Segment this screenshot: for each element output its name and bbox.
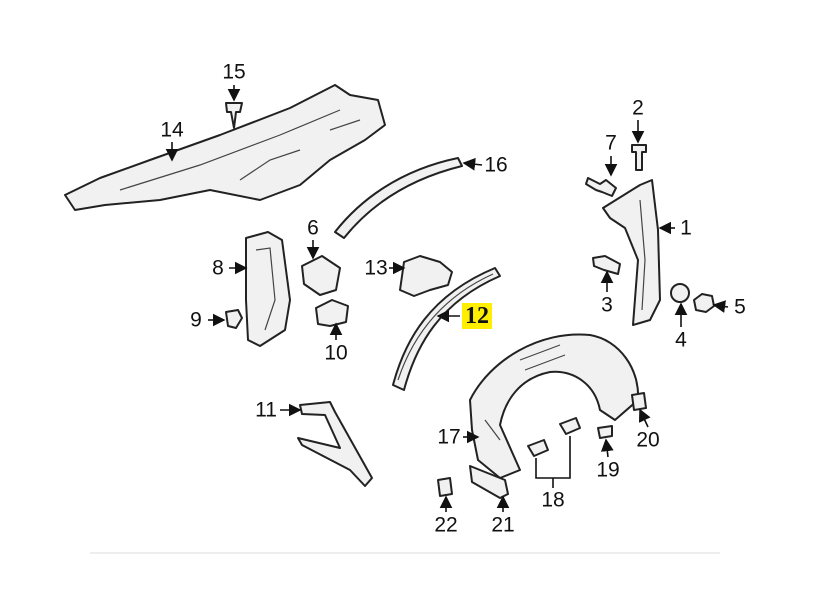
callout-17[interactable]: 17	[437, 425, 461, 449]
callout-12-highlighted[interactable]: 12	[462, 303, 492, 329]
part-8-bracket[interactable]	[245, 231, 291, 347]
part-19-screw[interactable]	[597, 425, 613, 439]
callout-11[interactable]: 11	[255, 398, 277, 422]
callout-22[interactable]: 22	[434, 513, 458, 537]
callout-4[interactable]: 4	[675, 328, 687, 352]
callout-15[interactable]: 15	[222, 60, 246, 84]
callout-3[interactable]: 3	[601, 293, 613, 317]
part-4-nut[interactable]	[670, 283, 690, 303]
part-20-clip[interactable]	[631, 392, 647, 411]
callout-14[interactable]: 14	[160, 118, 184, 142]
leader-lines	[165, 85, 729, 512]
callout-21[interactable]: 21	[491, 513, 515, 537]
part-3-fastener[interactable]	[592, 255, 621, 275]
part-15-clip[interactable]	[225, 102, 243, 129]
part-6-bracket[interactable]	[301, 255, 341, 296]
part-12-seal[interactable]	[392, 267, 501, 391]
callout-19[interactable]: 19	[596, 458, 620, 482]
part-13-bracket[interactable]	[399, 255, 453, 297]
callout-13[interactable]: 13	[364, 256, 388, 280]
part-14-apron[interactable]	[64, 84, 386, 211]
callout-16[interactable]: 16	[484, 153, 508, 177]
callout-18[interactable]: 18	[541, 488, 565, 512]
part-17-liner[interactable]	[469, 333, 640, 479]
callout-5[interactable]: 5	[734, 295, 746, 319]
callout-1[interactable]: 1	[680, 216, 692, 240]
part-10-bracket[interactable]	[315, 299, 349, 327]
part-22-clip[interactable]	[437, 477, 453, 497]
part-2-bolt[interactable]	[631, 144, 647, 171]
callout-8[interactable]: 8	[212, 256, 224, 280]
callout-20[interactable]: 20	[636, 428, 660, 452]
callout-7[interactable]: 7	[605, 131, 617, 155]
part-11-brace[interactable]	[297, 401, 373, 487]
callout-9[interactable]: 9	[190, 308, 202, 332]
callout-2[interactable]: 2	[632, 96, 644, 120]
callout-10[interactable]: 10	[324, 341, 348, 365]
part-9-clip[interactable]	[225, 309, 243, 329]
part-5-nut[interactable]	[693, 293, 715, 313]
part-1-trim[interactable]	[602, 179, 661, 326]
part-16-strip[interactable]	[334, 157, 463, 239]
part-18-clip-a[interactable]	[527, 439, 549, 457]
part-7-bolt[interactable]	[585, 177, 617, 197]
callout-6[interactable]: 6	[307, 216, 319, 240]
part-18-clip-b[interactable]	[559, 417, 581, 435]
